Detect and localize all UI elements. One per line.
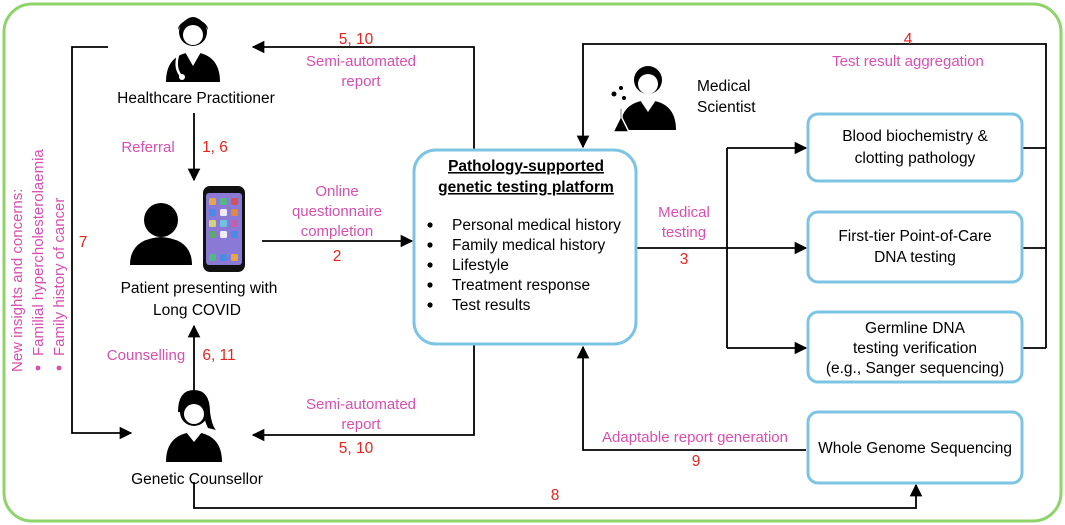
platform-item: Family medical history	[452, 237, 606, 254]
practitioner-label: Healthcare Practitioner	[117, 90, 275, 107]
platform-box	[412, 148, 638, 346]
insight-item: Familial hypercholesterolaemia	[30, 149, 47, 356]
semi-report-top-2: report	[341, 73, 381, 90]
poc-box	[806, 210, 1024, 284]
insight-item: Family history of cancer	[51, 198, 68, 356]
arrow-aggregation	[576, 43, 1047, 348]
counsellor-icon	[166, 390, 222, 462]
counsellor-label: Genetic Counsellor	[131, 471, 263, 488]
step-2: 2	[333, 248, 342, 265]
connectors	[71, 40, 1047, 509]
scientist-icon	[611, 66, 676, 133]
online-label-3: completion	[301, 223, 374, 240]
aggregation-label: Test result aggregation	[832, 53, 984, 70]
germline-label-1: Germline DNA	[865, 320, 966, 337]
insights-panel: New insights and concerns: Familial hype…	[9, 149, 68, 372]
arrow-to-wgs	[193, 482, 923, 509]
step-4: 4	[904, 31, 913, 48]
phone-icon	[203, 186, 245, 272]
doctor-icon	[166, 17, 220, 82]
step-6-11: 6, 11	[202, 347, 235, 364]
platform-item: Treatment response	[452, 277, 590, 294]
germline-box	[806, 310, 1024, 384]
step-8: 8	[551, 487, 560, 504]
germline-label-3: (e.g., Sanger sequencing)	[826, 360, 1004, 377]
platform-item: Personal medical history	[452, 217, 621, 234]
semi-report-bot-1: Semi-automated	[306, 396, 416, 413]
wgs-box	[806, 410, 1024, 485]
step-7: 7	[79, 234, 88, 251]
poc-label-1: First-tier Point-of-Care	[838, 228, 991, 245]
online-label-2: questionnaire	[292, 203, 382, 220]
blood-label-1: Blood biochemistry &	[842, 128, 988, 145]
semi-report-top-1: Semi-automated	[306, 53, 416, 70]
medical-testing-1: Medical	[658, 204, 710, 221]
patient-icon	[130, 203, 192, 265]
online-label-1: Online	[315, 183, 358, 200]
step-3: 3	[680, 251, 689, 268]
platform-title-2: genetic testing platform	[438, 179, 614, 196]
scientist-label-1: Medical	[697, 78, 750, 95]
arrow-report-to-practitioner	[251, 40, 475, 150]
counselling-label: Counselling	[107, 347, 185, 364]
step-9: 9	[692, 453, 701, 470]
arrow-left-loop	[71, 46, 133, 440]
platform-title-1: Pathology-supported	[448, 158, 604, 175]
medical-testing-2: testing	[662, 224, 706, 241]
adaptable-label: Adaptable report generation	[602, 429, 788, 446]
referral-label: Referral	[121, 139, 174, 156]
blood-label-2: clotting pathology	[855, 150, 976, 167]
platform-list: Personal medical history Family medical …	[427, 217, 621, 314]
semi-report-bot-2: report	[341, 416, 381, 433]
germline-label-2: testing verification	[853, 340, 977, 357]
patient-label-1: Patient presenting with	[121, 280, 278, 297]
blood-box	[806, 112, 1024, 183]
poc-label-2: DNA testing	[874, 249, 956, 266]
wgs-label: Whole Genome Sequencing	[818, 440, 1012, 457]
step-5-10-bot: 5, 10	[339, 440, 374, 457]
platform-item: Test results	[452, 297, 531, 314]
scientist-label-2: Scientist	[697, 99, 756, 116]
step-1-6: 1, 6	[202, 139, 228, 156]
insights-title: New insights and concerns:	[9, 189, 26, 372]
patient-label-2: Long COVID	[153, 302, 241, 319]
arrow-adaptable-report	[576, 345, 806, 451]
step-5-10-top: 5, 10	[339, 31, 374, 48]
arrow-report-to-counsellor	[251, 345, 475, 442]
platform-item: Lifestyle	[452, 257, 509, 274]
